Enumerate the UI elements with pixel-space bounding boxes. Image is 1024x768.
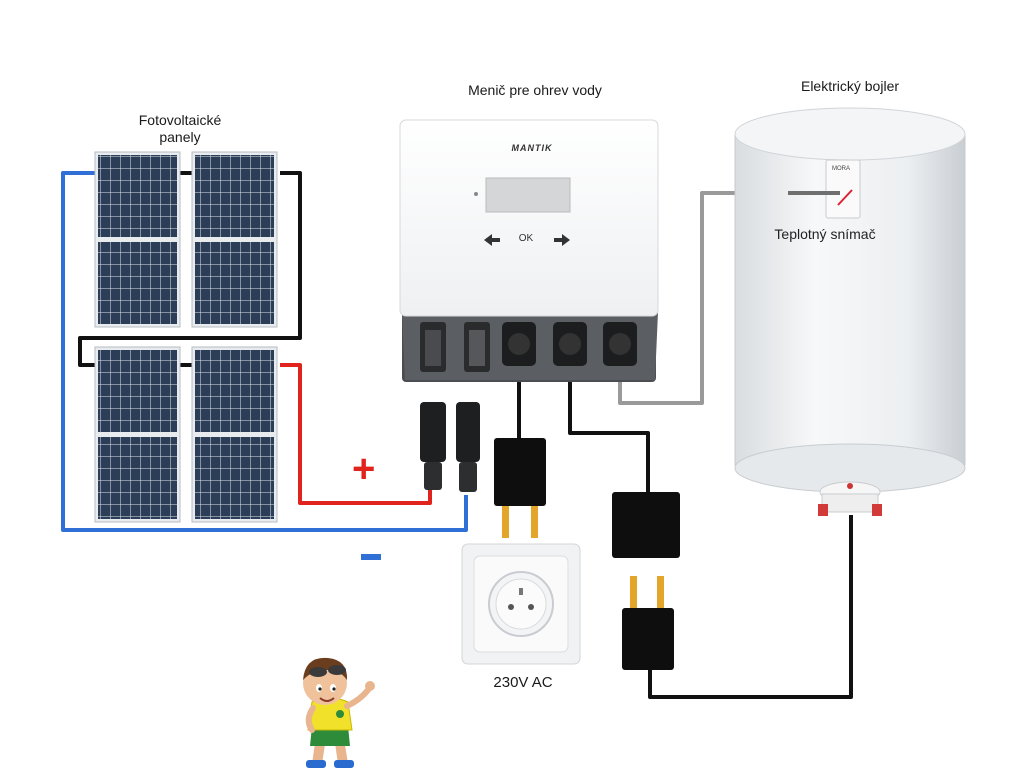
cable-gland (502, 322, 536, 366)
inverter-display (485, 177, 571, 213)
solar-panel (94, 346, 181, 523)
boiler-plug (622, 576, 674, 670)
boiler-supply-wire (568, 368, 853, 699)
mc4-connector-positive (420, 402, 446, 490)
ac-plug (494, 438, 546, 538)
socket-voltage-label: 230V AC (493, 674, 553, 691)
boiler-bottom-flange (818, 481, 882, 516)
inverter-ok-button[interactable]: OK (518, 233, 534, 244)
electric-boiler (734, 107, 966, 516)
arrow-left-icon[interactable] (484, 234, 500, 246)
solar-panel-array (94, 151, 278, 523)
wall-socket (461, 543, 581, 665)
negative-wire (61, 171, 468, 532)
boiler-thermostat-panel (825, 159, 861, 219)
arrow-right-icon[interactable] (554, 234, 570, 246)
inverter-label: Menič pre ohrev vody (468, 82, 602, 98)
mc4-connector-negative (456, 402, 480, 492)
boy-mascot-icon (303, 657, 375, 768)
minus-sign-icon (361, 554, 381, 560)
boiler-socket-adapter (612, 492, 680, 558)
water-heating-inverter (399, 119, 659, 382)
inverter-brand-logo: MANTIK (511, 143, 553, 153)
boiler-label: Elektrický bojler (800, 78, 900, 94)
positive-wire (280, 363, 432, 505)
boiler-brand-logo: MORA (832, 166, 850, 172)
cable-gland (553, 322, 587, 366)
solar-panel (191, 346, 278, 523)
cable-gland (603, 322, 637, 366)
pv-panels-label: Fotovoltaické panely (138, 112, 222, 145)
solar-panel (94, 151, 181, 328)
temperature-sensor-label: Teplotný snímač (774, 226, 876, 242)
cable-gland (464, 322, 490, 372)
cable-gland (420, 322, 446, 372)
sensor-wire (618, 191, 790, 405)
plus-sign: + (352, 447, 376, 491)
solar-panel (191, 151, 278, 328)
